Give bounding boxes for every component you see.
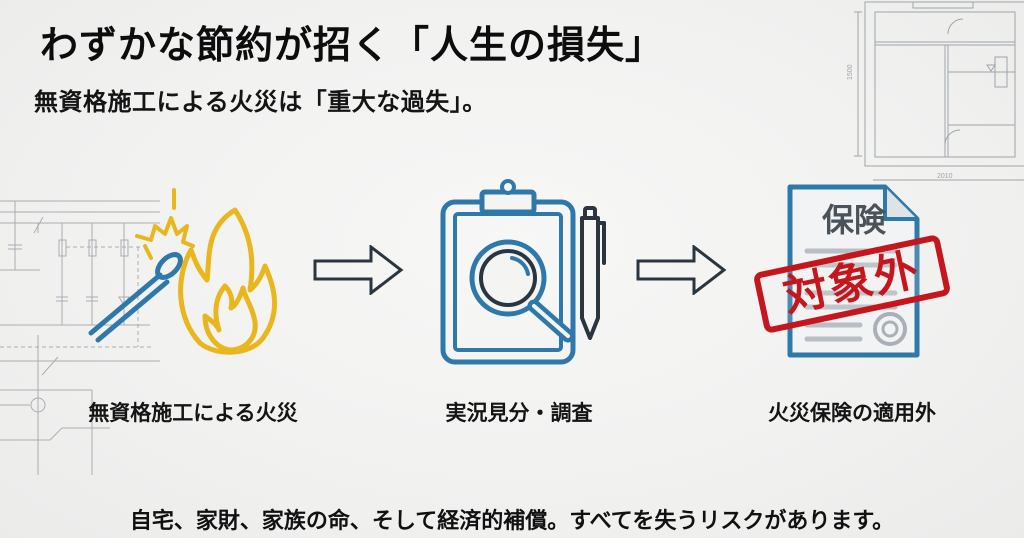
right-arrow-icon xyxy=(313,245,404,295)
insurance-document-stamp-icon: 保険 対象外 xyxy=(745,183,965,363)
floor-plan-background: 1500 2010 xyxy=(847,1,1024,181)
dimension-label-vertical: 1500 xyxy=(847,64,854,80)
right-arrow-icon xyxy=(636,245,727,295)
circuit-schematic-background xyxy=(0,200,160,475)
dimension-label-horizontal: 2010 xyxy=(937,173,953,180)
match-fire-icon xyxy=(88,188,278,355)
step-label-fire: 無資格施工による火災 xyxy=(88,401,298,425)
clipboard-magnifier-icon xyxy=(440,179,606,365)
page-title: わずかな節約が招く「人生の損失」 xyxy=(40,23,665,67)
footer-warning: 自宅、家財、家族の命、そして経済的補償。すべてを失うリスクがあります。 xyxy=(129,509,895,534)
page-subtitle: 無資格施工による火災は「重大な過失」。 xyxy=(34,88,487,116)
step-label-insurance-excluded: 火災保険の適用外 xyxy=(768,401,936,425)
step-label-investigation: 実況見分・調査 xyxy=(445,401,593,425)
document-header: 保険 xyxy=(822,201,887,239)
